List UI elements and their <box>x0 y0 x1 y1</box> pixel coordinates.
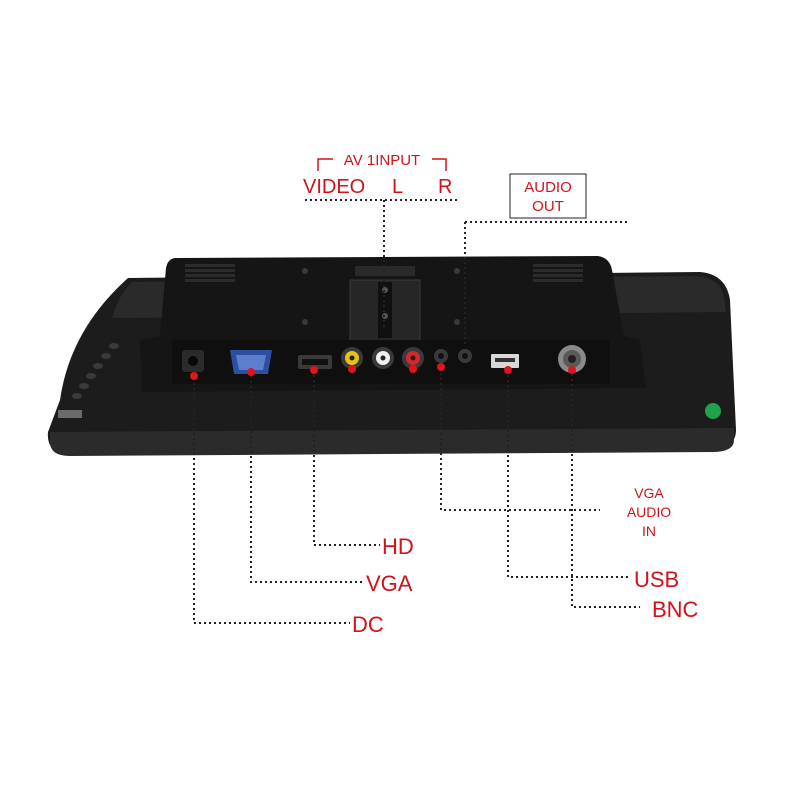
marker-bnc <box>568 366 576 374</box>
leader-hd <box>313 370 380 546</box>
marker-video <box>348 365 356 373</box>
label-hd: HD <box>382 534 414 559</box>
monitor-back <box>47 256 737 456</box>
model-sticker <box>58 410 82 418</box>
label-bnc: BNC <box>652 597 699 622</box>
bnc-port <box>558 345 586 373</box>
label-usb: USB <box>634 567 679 592</box>
leader-usb <box>507 370 628 578</box>
side-buttons <box>72 343 119 399</box>
label-right: R <box>438 176 452 198</box>
label-av-input: AV 1INPUT <box>344 152 420 169</box>
audio-out-port <box>458 349 472 363</box>
monitor-bottom-edge <box>50 428 734 456</box>
port-markers <box>190 363 576 380</box>
vga-audio-in-port <box>434 349 448 363</box>
label-dc: DC <box>352 612 384 637</box>
label-video: VIDEO <box>303 176 365 198</box>
leader-lines <box>193 199 640 624</box>
av-group-bracket <box>317 158 447 171</box>
audio-out-box <box>509 173 587 219</box>
label-audio-out-line2: OUT <box>532 198 564 215</box>
vent-left <box>185 264 235 282</box>
leader-dc <box>193 378 350 624</box>
screw-holes <box>302 268 460 325</box>
marker-usb <box>504 366 512 374</box>
vent-right <box>533 264 583 282</box>
label-vga-audio-line3: IN <box>642 523 656 539</box>
label-vga-audio-line2: AUDIO <box>627 504 671 520</box>
leader-vga-audio <box>440 368 600 511</box>
rca-left-port <box>372 347 394 369</box>
rca-video-port <box>341 347 363 369</box>
label-audio-out-line1: AUDIO <box>524 179 572 196</box>
marker-r <box>409 365 417 373</box>
label-vga-audio-line1: VGA <box>634 485 664 501</box>
marker-dc <box>190 372 198 380</box>
marker-hd <box>310 366 318 374</box>
label-vga: VGA <box>366 571 413 596</box>
rca-right-port <box>402 347 424 369</box>
marker-vga <box>247 368 255 376</box>
marker-vga-audio <box>437 363 445 371</box>
leader-vga <box>250 376 364 583</box>
label-left: L <box>392 176 403 198</box>
power-led <box>705 403 721 419</box>
